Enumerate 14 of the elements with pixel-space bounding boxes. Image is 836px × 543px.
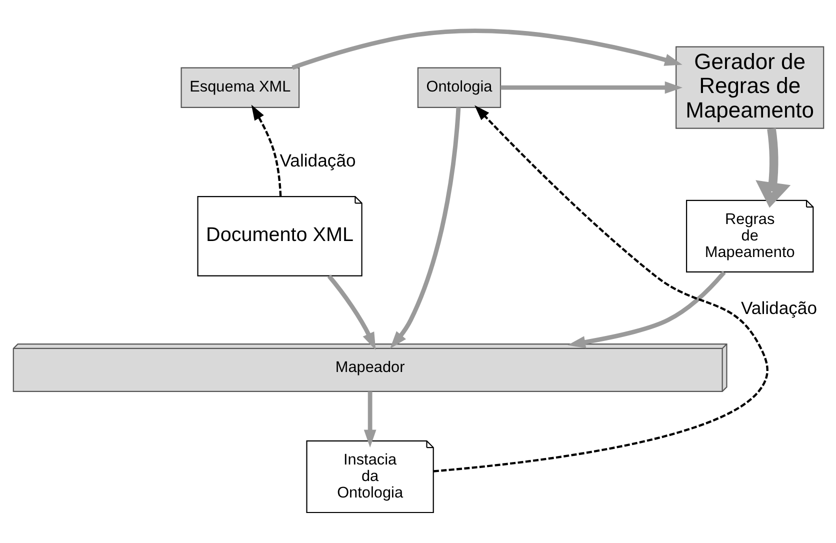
arrow [291,28,682,70]
node-box: Ontologia [416,67,501,108]
arrow [567,270,726,348]
node-box: Gerador de Regras de Mapeamento [675,46,824,129]
edge-label: Validação [279,150,356,171]
arrow [432,105,768,472]
arrow [250,104,282,196]
arrow [363,391,376,448]
arrow [755,128,790,208]
arrow [500,81,682,94]
edge-label: Validação [740,298,817,318]
arrow [326,274,376,350]
arrow [389,107,460,349]
node-box: Esquema XML [180,67,300,108]
